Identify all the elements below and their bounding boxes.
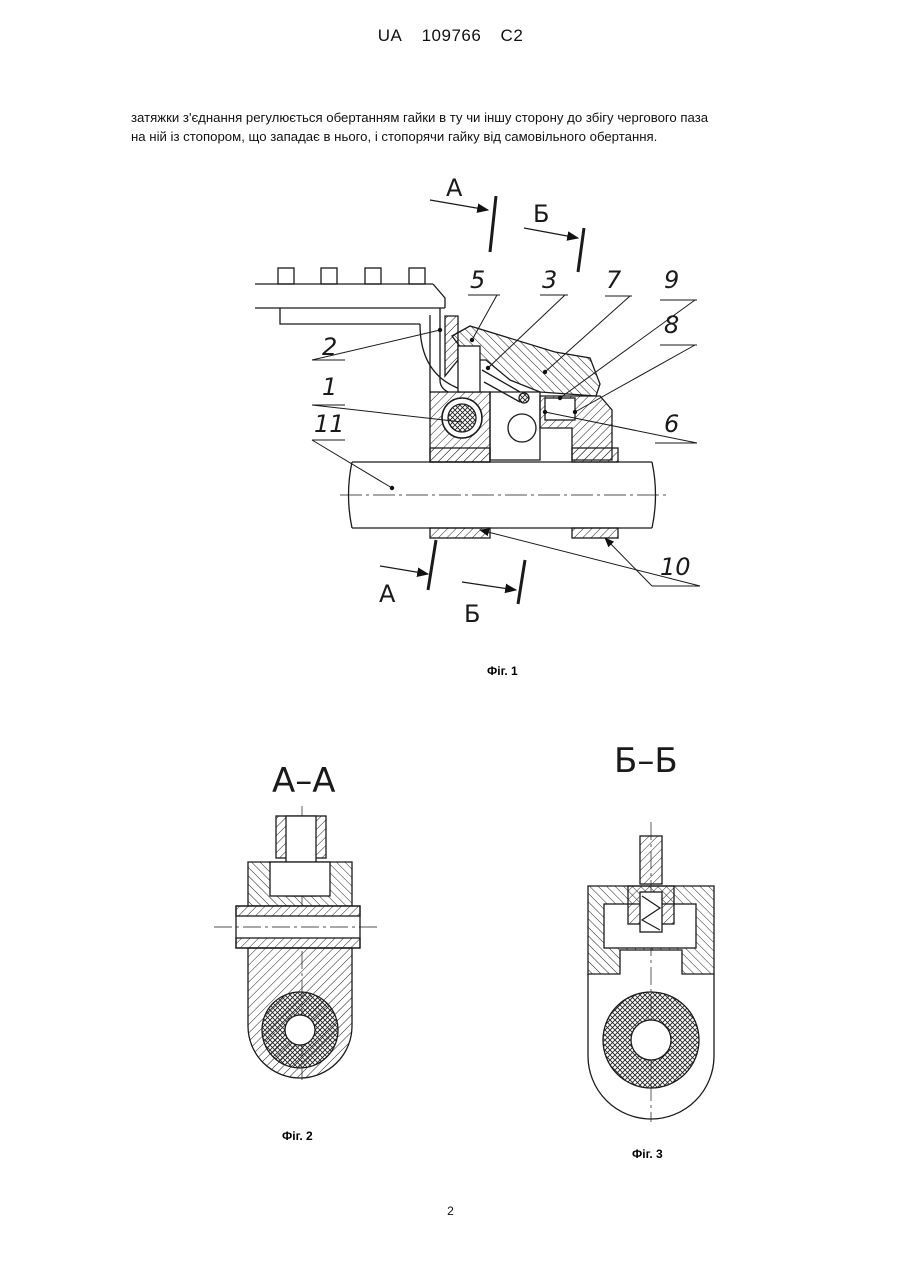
rail-body: [255, 268, 445, 324]
label-part-11: 11: [314, 410, 345, 438]
label-part-6: 6: [664, 410, 679, 438]
label-part-10: 10: [660, 553, 691, 581]
figure-3-caption: Фіг. 3: [632, 1147, 663, 1161]
part-1-body: [445, 316, 458, 376]
part-10-bushing-left: [430, 528, 490, 538]
part-5-pin: [458, 346, 480, 392]
section-mark-b-top: Б: [533, 200, 549, 228]
label-part-8: 8: [664, 311, 679, 339]
shaft: [340, 462, 666, 528]
section-mark-b-bottom: Б: [464, 600, 480, 628]
label-part-2: 2: [322, 333, 337, 361]
label-part-5: 5: [470, 266, 485, 294]
figure-2-drawing: [214, 806, 380, 1080]
section-mark-a-bottom: А: [379, 580, 396, 608]
figure-3-section-title: Б–Б: [614, 741, 678, 781]
part-10-bushing-right: [572, 528, 618, 538]
label-part-7: 7: [606, 266, 622, 294]
figure-2-caption: Фіг. 2: [282, 1129, 313, 1143]
page-number: 2: [0, 1204, 901, 1218]
label-part-1: 1: [322, 373, 337, 401]
figure-1-caption: Фіг. 1: [487, 664, 518, 678]
figure-3-drawing: [588, 822, 714, 1122]
figure-2-section-title: А–А: [272, 761, 336, 801]
section-mark-a-top: А: [446, 174, 463, 202]
label-part-9: 9: [664, 266, 679, 294]
label-part-3: 3: [542, 266, 557, 294]
